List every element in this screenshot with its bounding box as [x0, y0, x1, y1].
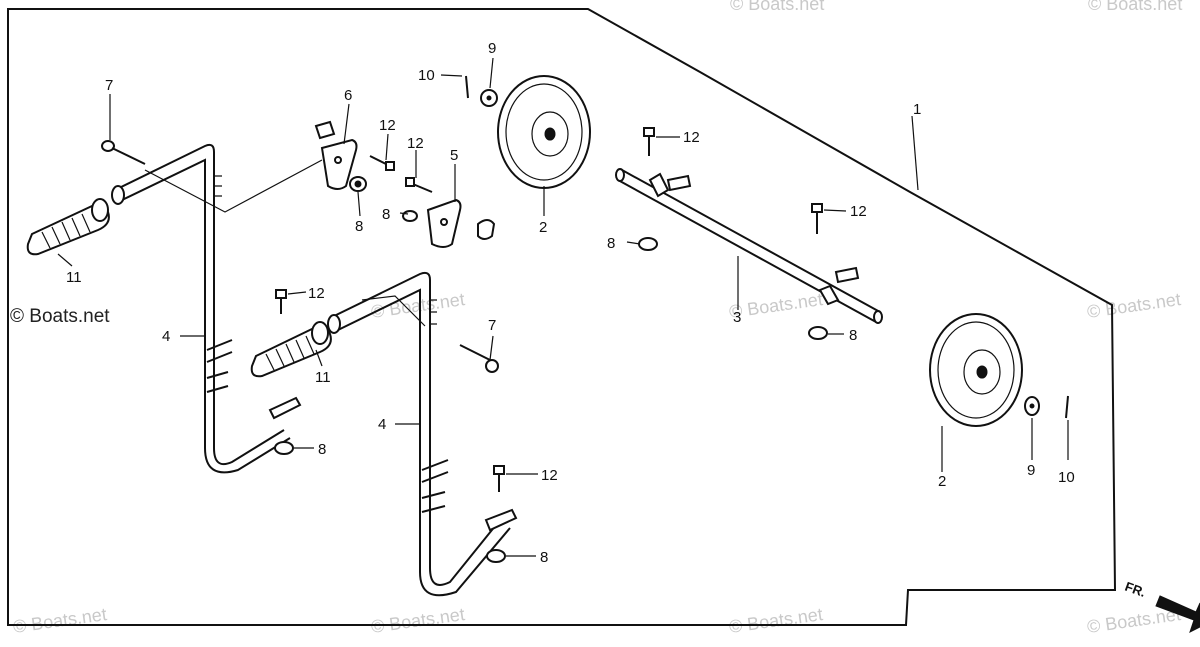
washer-lower[interactable] — [1024, 396, 1040, 416]
watermark-text: © Boats.net — [370, 289, 466, 322]
callout-2: 2 — [938, 473, 946, 490]
callout-10: 10 — [418, 67, 435, 84]
callout-8: 8 — [382, 206, 390, 223]
bolt-12-f[interactable] — [493, 465, 505, 492]
front-label: FR. — [1123, 579, 1148, 600]
leader-lines — [57, 57, 1069, 557]
watermark-text: © Boats.net — [728, 289, 824, 322]
callout-10: 10 — [1058, 469, 1075, 486]
callout-7: 7 — [105, 77, 113, 94]
callout-1: 1 — [913, 101, 921, 118]
nut-8-b[interactable] — [402, 210, 418, 222]
callout-5: 5 — [450, 147, 458, 164]
callout-8: 8 — [355, 218, 363, 235]
assembly-leader — [361, 295, 426, 327]
callout-11: 11 — [315, 369, 331, 386]
callout-8: 8 — [318, 441, 326, 458]
watermark-text: © Boats.net — [730, 0, 824, 14]
callout-7: 7 — [488, 317, 496, 334]
bolt-12-a[interactable] — [369, 155, 395, 171]
watermark-text: © Boats.net — [1086, 289, 1182, 322]
grip-right[interactable] — [250, 321, 332, 378]
pin-upper[interactable] — [465, 75, 469, 99]
callout-4: 4 — [162, 328, 170, 345]
callout-12: 12 — [407, 135, 424, 152]
callout-3: 3 — [733, 309, 741, 326]
copyright-credit: © Boats.net — [10, 306, 110, 327]
callout-6: 6 — [344, 87, 352, 104]
pin-lower[interactable] — [1065, 395, 1069, 419]
watermark-text: © Boats.net — [1088, 0, 1182, 14]
watermark-text: © Boats.net — [728, 604, 824, 637]
nut-8-f[interactable] — [486, 549, 506, 563]
washer-upper[interactable] — [480, 89, 498, 107]
watermark-text: © Boats.net — [12, 604, 108, 637]
handle-frame-right[interactable] — [327, 271, 518, 597]
bolt-left[interactable] — [101, 140, 146, 165]
wheel-lower[interactable] — [929, 313, 1023, 427]
callout-12: 12 — [683, 129, 700, 146]
axle[interactable] — [615, 168, 883, 324]
assembly-leader — [144, 159, 323, 213]
watermark-text: © Boats.net — [370, 604, 466, 637]
grip-left[interactable] — [26, 198, 110, 256]
bolt-12-d[interactable] — [643, 127, 655, 156]
bolt-right[interactable] — [459, 344, 499, 373]
callout-8: 8 — [849, 327, 857, 344]
callout-11: 11 — [66, 269, 82, 286]
bracket-5[interactable] — [426, 198, 496, 248]
wheel-upper[interactable] — [497, 75, 591, 189]
nut-8-c[interactable] — [638, 237, 658, 251]
bolt-12-c[interactable] — [275, 289, 287, 314]
callout-9: 9 — [488, 40, 496, 57]
nut-8-d[interactable] — [808, 326, 828, 340]
callout-12: 12 — [850, 203, 867, 220]
callout-2: 2 — [539, 219, 547, 236]
callout-9: 9 — [1027, 462, 1035, 479]
nut-8-e[interactable] — [274, 441, 294, 455]
nut-8-a[interactable] — [349, 176, 367, 192]
callout-12: 12 — [379, 117, 396, 134]
callout-12: 12 — [541, 467, 558, 484]
front-direction-arrow: FR. — [1123, 579, 1200, 633]
callout-layer: 1 2 2 3 4 4 5 6 7 7 8 8 8 8 8 8 9 9 10 1… — [66, 40, 1075, 566]
bolt-12-b[interactable] — [405, 177, 433, 193]
bolt-12-e[interactable] — [811, 203, 823, 234]
callout-12: 12 — [308, 285, 325, 302]
handle-frame-left[interactable] — [111, 143, 302, 474]
callout-4: 4 — [378, 416, 386, 433]
assembly-outline — [7, 8, 1117, 626]
bracket-6[interactable] — [314, 120, 358, 190]
callout-8: 8 — [540, 549, 548, 566]
watermark-layer: © Boats.net © Boats.net © Boats.net © Bo… — [12, 0, 1183, 637]
callout-8: 8 — [607, 235, 615, 252]
